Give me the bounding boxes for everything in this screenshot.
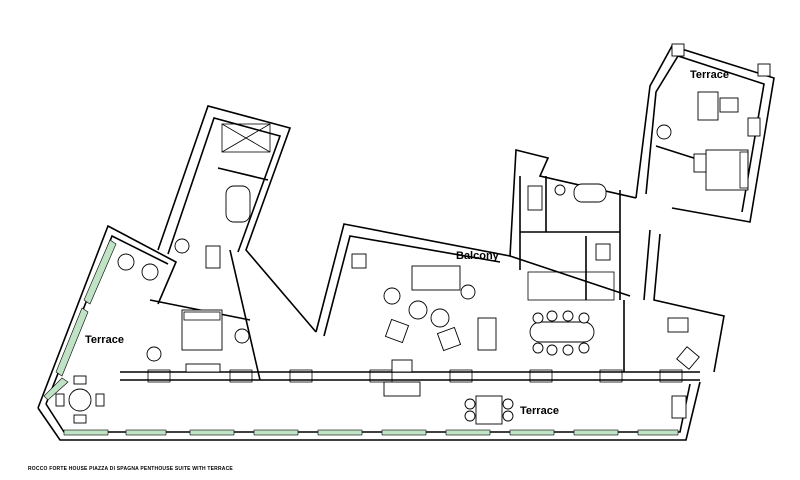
terrace-left-label: Terrace bbox=[85, 334, 124, 346]
terrace-bottom-label: Terrace bbox=[520, 405, 559, 417]
plan-caption: ROCCO FORTE HOUSE PIAZZA DI SPAGNA PENTH… bbox=[28, 466, 233, 472]
balcony-label: Balcony bbox=[456, 250, 500, 262]
planters bbox=[43, 239, 679, 436]
furniture bbox=[55, 43, 771, 425]
interior-walls bbox=[149, 145, 701, 381]
window-row bbox=[147, 369, 683, 383]
terrace-top-label: Terrace bbox=[690, 69, 729, 81]
